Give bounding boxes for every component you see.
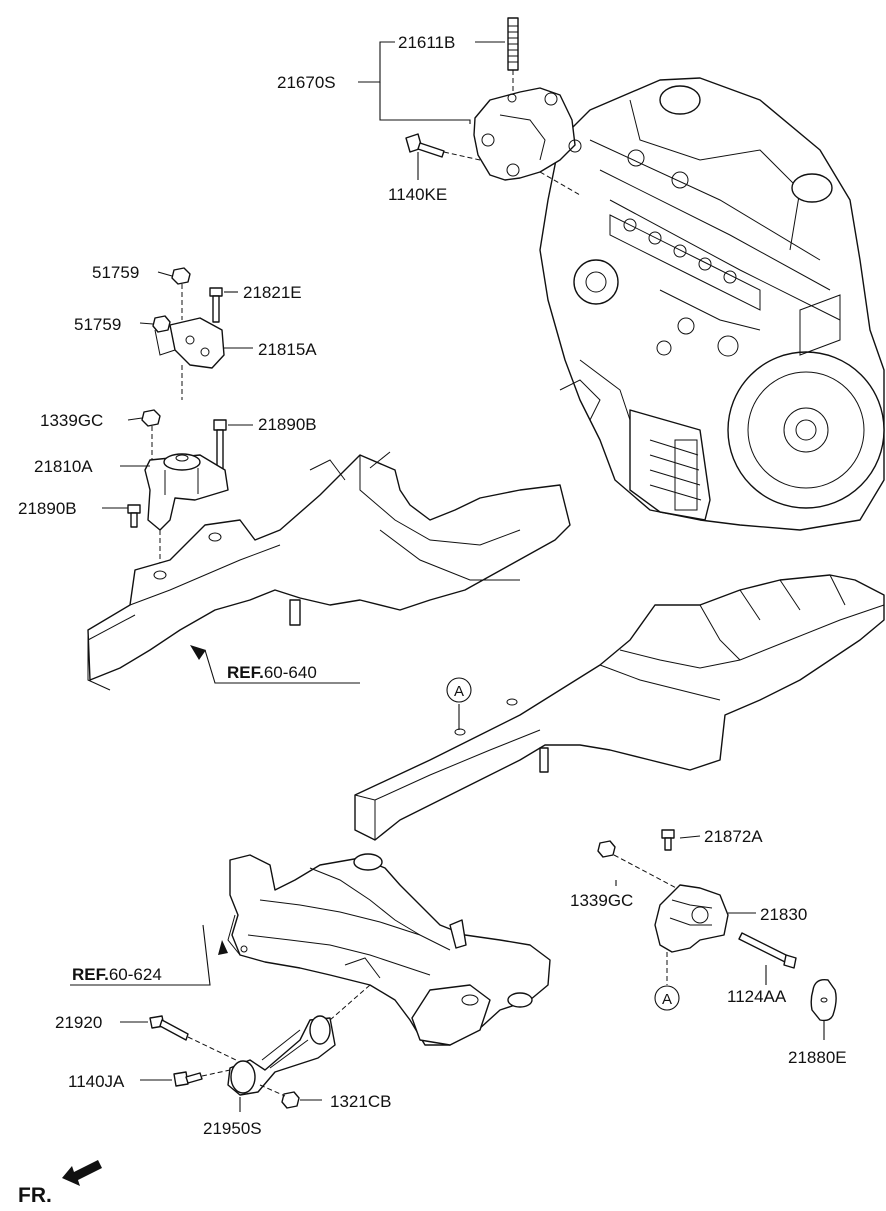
ref-60-640: REF.60-640 xyxy=(227,663,317,682)
marker-a-top-label: A xyxy=(454,683,464,700)
label-1321CB: 1321CB xyxy=(330,1092,391,1111)
ref-60-624-prefix: REF. xyxy=(72,965,109,984)
label-21670S: 21670S xyxy=(277,73,336,92)
ref-arrow-60-640 xyxy=(190,645,206,660)
label-21950S: 21950S xyxy=(203,1119,262,1138)
label-21830: 21830 xyxy=(760,905,807,924)
mount-21830-assembly xyxy=(597,829,837,1022)
mount-21810A-assembly xyxy=(127,267,229,570)
engine-illustration xyxy=(539,77,885,531)
label-21920: 21920 xyxy=(55,1013,102,1032)
ref-60-640-number: 60-640 xyxy=(264,663,317,682)
subframe xyxy=(227,853,551,1046)
ref-60-624-number: 60-624 xyxy=(109,965,162,984)
side-member-left xyxy=(87,451,571,691)
label-21890B-lower: 21890B xyxy=(18,499,77,518)
marker-a-bottom: A xyxy=(654,985,680,1011)
label-21611B: 21611B xyxy=(398,33,455,52)
ref-60-640-prefix: REF. xyxy=(227,663,264,682)
label-21810A: 21810A xyxy=(34,457,93,476)
label-21815A: 21815A xyxy=(258,340,317,359)
front-direction-indicator: FR. xyxy=(18,1160,102,1207)
label-21890B-upper: 21890B xyxy=(258,415,317,434)
label-1124AA: 1124AA xyxy=(727,987,787,1006)
label-21821E: 21821E xyxy=(243,283,302,302)
label-51759-second: 51759 xyxy=(74,315,121,334)
roll-rod-21950S xyxy=(149,984,371,1109)
part-labels: 21611B 21670S 1140KE 51759 21821E 51759 … xyxy=(18,33,847,1138)
engine-mount-bracket-21670S xyxy=(405,17,582,196)
side-member-right xyxy=(354,574,885,841)
ref-arrow-60-624 xyxy=(218,940,228,955)
label-1140JA: 1140JA xyxy=(68,1072,125,1091)
label-1339GC-right: 1339GC xyxy=(570,891,633,910)
label-51759-top: 51759 xyxy=(92,263,139,282)
front-direction-arrow-icon xyxy=(62,1160,102,1186)
marker-a-bottom-label: A xyxy=(662,991,672,1008)
label-1140KE: 1140KE xyxy=(388,185,447,204)
leader-lines xyxy=(70,41,825,1112)
marker-a-top: A xyxy=(446,677,472,703)
label-21880E: 21880E xyxy=(788,1048,847,1067)
label-21872A: 21872A xyxy=(704,827,763,846)
front-direction-label: FR. xyxy=(18,1184,52,1207)
ref-60-624: REF.60-624 xyxy=(72,965,162,984)
label-1339GC-left: 1339GC xyxy=(40,411,103,430)
